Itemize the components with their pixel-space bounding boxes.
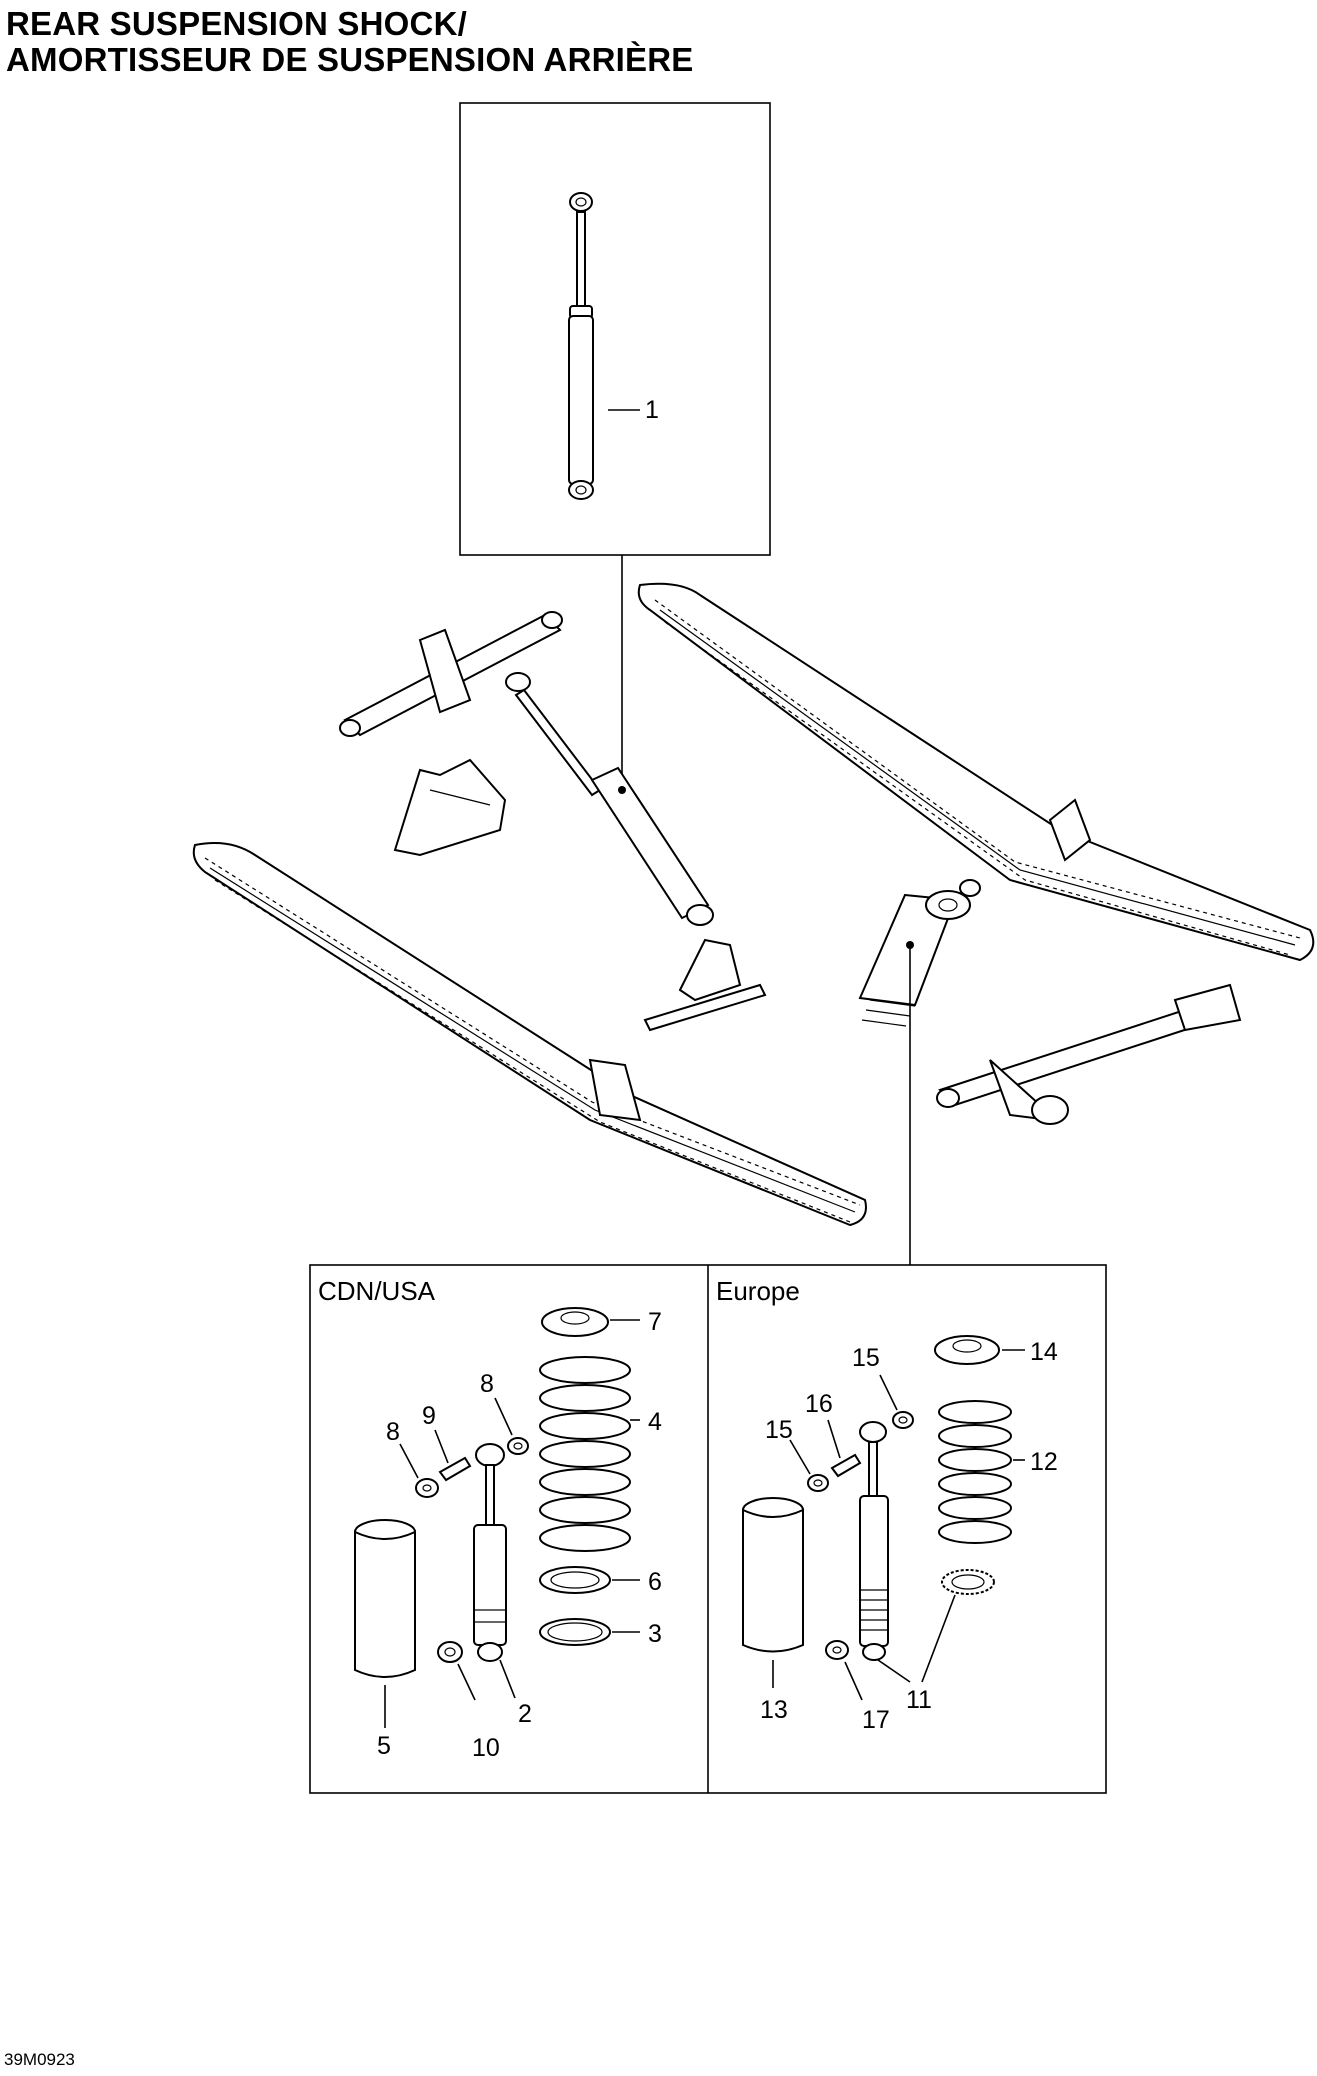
rear-arm: [936, 983, 1242, 1125]
bushing-part-15-lower: [807, 1474, 829, 1492]
callout-7: 7: [648, 1308, 662, 1336]
callout-14: 14: [1030, 1338, 1058, 1366]
bellows-part-13: [742, 1497, 804, 1653]
callout-10: 10: [472, 1734, 500, 1762]
figure-code: 39M0923: [4, 2050, 75, 2069]
spring-stopper-part-14: [934, 1335, 1000, 1365]
rear-shock-assembled: [858, 879, 981, 1027]
spring-part-12: [938, 1400, 1012, 1544]
callout-6: 6: [648, 1568, 662, 1596]
region-label-cdn-usa: CDN/USA: [318, 1276, 436, 1306]
bushing-part-10: [437, 1641, 463, 1663]
callout-1: 1: [645, 396, 659, 424]
shock-absorber-part-1: [568, 192, 594, 500]
front-shock-assembled: [505, 672, 714, 926]
title-line-1: REAR SUSPENSION SHOCK/: [6, 5, 467, 42]
front-arm: [339, 611, 563, 737]
left-slide-rail: [192, 842, 867, 1227]
detail-box-shock: [459, 102, 771, 556]
callout-15-lower: 15: [765, 1416, 793, 1444]
bushing-part-17: [825, 1640, 849, 1660]
callout-4: 4: [648, 1408, 662, 1436]
shock-body-part-2: [473, 1443, 507, 1662]
spring-part-4: [539, 1356, 631, 1552]
bushing-part-15-upper: [892, 1411, 914, 1429]
ring-part-6: [539, 1566, 611, 1594]
region-label-europe: Europe: [716, 1276, 800, 1306]
bushing-part-8-upper: [507, 1437, 529, 1455]
washer-part-3: [539, 1618, 611, 1646]
callout-11: 11: [906, 1686, 932, 1714]
callout-17: 17: [862, 1706, 890, 1734]
spring-stopper-part-7: [541, 1307, 609, 1337]
callout-8-upper: 8: [480, 1370, 494, 1398]
preload-ring-part-11: [941, 1569, 995, 1595]
callout-13: 13: [760, 1696, 788, 1724]
bushing-part-8-lower: [415, 1478, 439, 1498]
bellows-part-5: [354, 1519, 416, 1678]
callout-2: 2: [518, 1700, 532, 1728]
page-title: REAR SUSPENSION SHOCK/ AMORTISSEUR DE SU…: [6, 6, 693, 78]
callout-5: 5: [377, 1732, 391, 1760]
right-slide-rail: [637, 582, 1315, 962]
sleeve-part-9: [438, 1456, 472, 1482]
callout-16: 16: [805, 1390, 833, 1418]
callout-12: 12: [1030, 1448, 1058, 1476]
callout-9: 9: [422, 1402, 436, 1430]
front-bracket: [393, 758, 507, 857]
callout-3: 3: [648, 1620, 662, 1648]
callout-15-upper: 15: [852, 1344, 880, 1372]
rear-lower-bracket: [643, 938, 767, 1032]
sleeve-part-16: [830, 1453, 862, 1478]
callout-8-lower: 8: [386, 1418, 400, 1446]
title-line-2: AMORTISSEUR DE SUSPENSION ARRIÈRE: [6, 41, 694, 78]
shock-body-part-11: [859, 1421, 889, 1661]
